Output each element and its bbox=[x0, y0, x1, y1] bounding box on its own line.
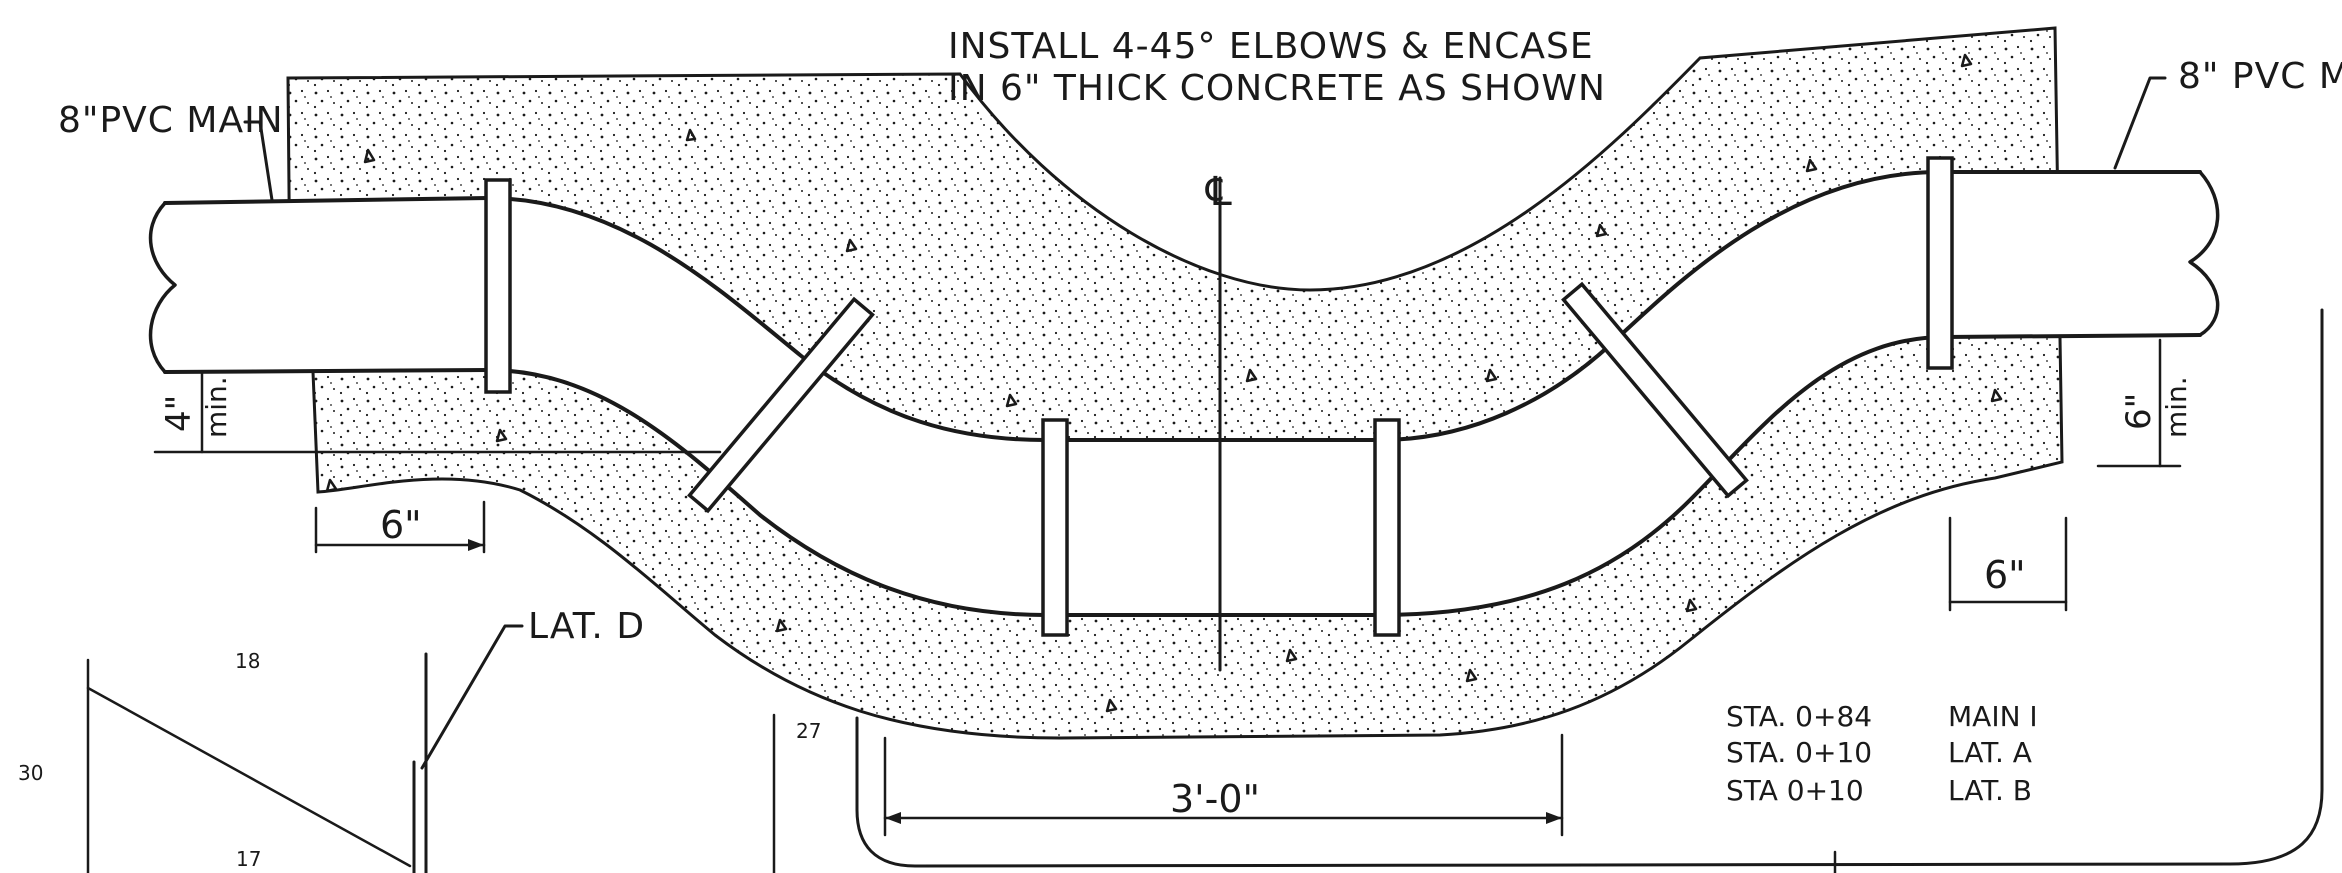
joint-collar-center-left bbox=[1041, 418, 1069, 637]
dim-bottom-label: 3'-0" bbox=[1170, 777, 1260, 821]
contour-17: 17 bbox=[236, 847, 261, 871]
pipe-break-right bbox=[2188, 170, 2220, 337]
station-row-3-name: LAT. B bbox=[1948, 774, 2032, 807]
main-left-leader bbox=[243, 120, 274, 202]
clearance-right-unit: min. bbox=[2160, 376, 2193, 438]
plan-outline bbox=[855, 308, 2324, 868]
station-table: STA. 0+84 MAIN I STA. 0+10 LAT. A STA 0+… bbox=[1726, 700, 2038, 807]
main-right-label: 8" PVC MAIN bbox=[2178, 56, 2342, 97]
main-left-label: 8"PVC MAIN bbox=[58, 100, 284, 141]
joint-collar-elbow-right bbox=[1561, 281, 1749, 499]
clearance-left-unit: min. bbox=[200, 376, 233, 438]
dim-right-label: 6" bbox=[1984, 553, 2026, 597]
station-row-1-name: MAIN I bbox=[1948, 700, 2038, 733]
pipe-break-left bbox=[148, 201, 177, 374]
clearance-left-value: 4" bbox=[159, 395, 199, 432]
dim-left-arrow bbox=[468, 539, 484, 551]
pipe-top-wall bbox=[163, 170, 2202, 442]
joint-collar-left bbox=[484, 178, 512, 394]
pipe-body bbox=[165, 172, 2200, 615]
dim-bottom-arrow-right bbox=[1546, 812, 1562, 824]
station-row-2-sta: STA. 0+10 bbox=[1726, 736, 1872, 769]
aggregate-marks bbox=[325, 53, 2003, 713]
station-row-2-name: LAT. A bbox=[1948, 736, 2032, 769]
main-right-leader bbox=[2113, 76, 2167, 170]
joint-collar-center-right bbox=[1373, 418, 1401, 637]
dim-bottom-arrow-left bbox=[885, 812, 901, 824]
dim-left-label: 6" bbox=[380, 503, 422, 547]
station-row-1-sta: STA. 0+84 bbox=[1726, 700, 1872, 733]
joint-collar-elbow-left bbox=[687, 296, 875, 514]
contour-30: 30 bbox=[18, 761, 43, 785]
station-row-3-sta: STA 0+10 bbox=[1726, 774, 1864, 807]
note-line-1: INSTALL 4-45° ELBOWS & ENCASE bbox=[948, 26, 1594, 67]
plan-left-diagonal bbox=[86, 686, 412, 868]
joint-collar-right bbox=[1926, 156, 1954, 370]
note-line-2: IN 6" THICK CONCRETE AS SHOWN bbox=[948, 68, 1606, 109]
concrete-encasement bbox=[286, 26, 2064, 740]
lateral-leader bbox=[420, 624, 524, 770]
contour-18: 18 bbox=[235, 649, 260, 673]
clearance-right-value: 6" bbox=[2119, 393, 2159, 430]
centerline-symbol: ℄ bbox=[1205, 169, 1232, 215]
lateral-label: LAT. D bbox=[528, 606, 645, 647]
contour-27: 27 bbox=[796, 719, 821, 743]
